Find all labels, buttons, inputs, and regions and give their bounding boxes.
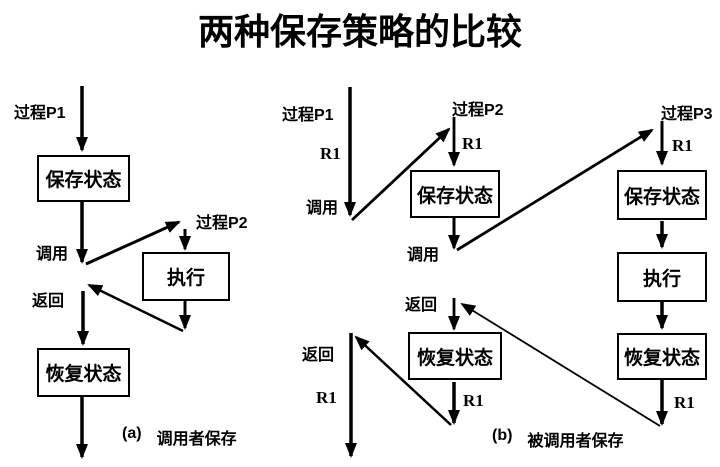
- caption-b-text: 被调用者保存: [527, 433, 624, 450]
- caption-a: (a) 调用者保存: [122, 425, 237, 449]
- label-b-proc-p1: 过程P1: [282, 107, 334, 124]
- arrow-a-call-diagonal: [85, 220, 181, 266]
- label-b-return-to-p2: 返回: [405, 297, 438, 314]
- box-a-execute: 执行: [142, 252, 230, 301]
- arrow-b-return-p3-to-p2: [460, 302, 661, 427]
- caption-a-text: 调用者保存: [156, 431, 237, 448]
- arrow-b-return-p2-to-p1: [354, 335, 452, 426]
- label-b-proc-p3: 过程P3: [661, 106, 713, 123]
- label-b-r1-p3-exit: R1: [674, 393, 695, 412]
- caption-a-tag: (a): [122, 425, 142, 442]
- box-b-p3-restore-state: 恢复状态: [617, 333, 707, 380]
- arrow-a-return-diagonal: [87, 283, 184, 333]
- box-a-save-state: 保存状态: [37, 155, 130, 202]
- label-a-return: 返回: [32, 293, 65, 310]
- box-b-p3-execute: 执行: [617, 252, 707, 302]
- label-b-call-from-p1: 调用: [306, 200, 339, 217]
- label-a-proc-p2: 过程P2: [196, 215, 248, 232]
- label-b-r1-p1-exit: R1: [316, 388, 337, 407]
- figure-title: 两种保存策略的比较: [197, 12, 522, 52]
- label-a-proc-p1: 过程P1: [14, 105, 66, 122]
- label-b-r1-p1-entry: R1: [320, 144, 341, 163]
- caption-b-tag: (b): [492, 427, 513, 444]
- box-b-p2-restore-state: 恢复状态: [408, 332, 502, 380]
- caption-b: (b) 被调用者保存: [492, 427, 623, 451]
- arrow-b-call-p2-to-p3: [456, 128, 654, 252]
- label-b-r1-p2-entry: R1: [462, 134, 483, 153]
- label-a-call: 调用: [36, 246, 69, 263]
- label-b-return-to-p1: 返回: [302, 347, 335, 364]
- box-a-restore-state: 恢复状态: [37, 348, 130, 397]
- arrow-b-call-p1-to-p2: [351, 127, 451, 222]
- label-b-r1-p2-exit: R1: [463, 391, 484, 410]
- label-b-call-from-p2: 调用: [407, 247, 440, 264]
- box-b-p2-save-state: 保存状态: [410, 170, 500, 218]
- box-b-p3-save-state: 保存状态: [617, 170, 707, 220]
- label-b-proc-p2: 过程P2: [452, 102, 504, 119]
- label-b-r1-p3-entry: R1: [672, 136, 693, 155]
